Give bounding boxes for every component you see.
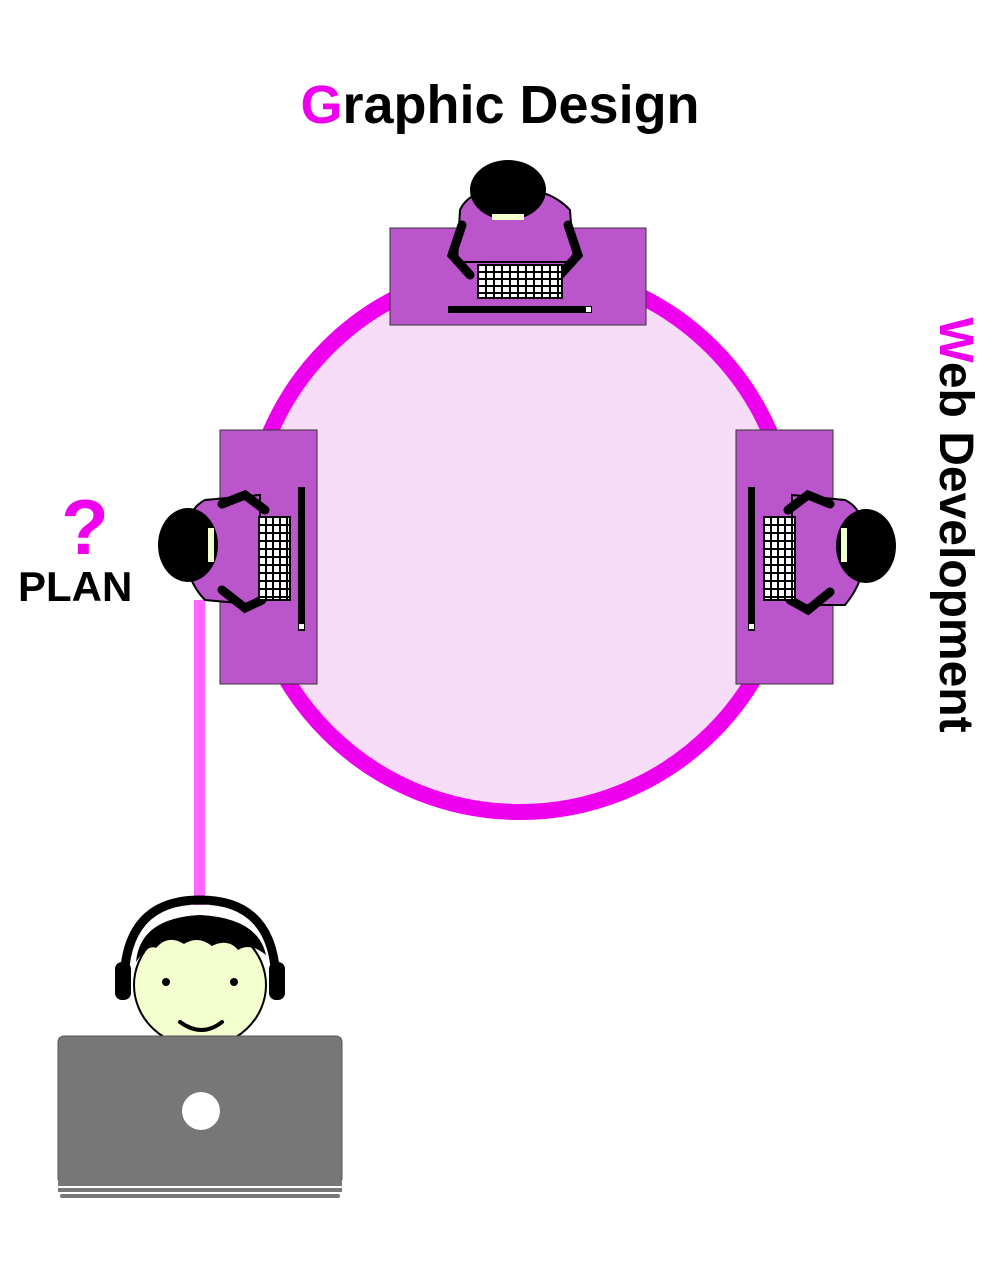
headphones-band-icon <box>119 895 281 986</box>
round-table <box>240 260 800 820</box>
graphic-design-label: Graphic Design <box>0 78 1000 132</box>
right-keyboard-icon <box>763 516 796 601</box>
right-person-top-arm <box>783 489 835 515</box>
left-person-neck <box>208 528 214 562</box>
freelancer-smile <box>178 1020 224 1032</box>
right-monitor-end <box>749 624 754 629</box>
headphones-right-cup-icon <box>269 962 285 1000</box>
connector-line <box>194 600 205 905</box>
laptop-base-top <box>58 1182 342 1186</box>
graphic-design-rest: raphic Design <box>342 75 700 135</box>
left-person-top-arm <box>217 489 270 515</box>
top-person-head-icon <box>470 160 546 220</box>
graphic-design-accent: G <box>300 75 343 135</box>
web-development-accent: W <box>929 317 982 362</box>
left-monitor-end <box>299 624 304 629</box>
right-person-neck <box>841 528 847 562</box>
headphones-left-cup-icon <box>115 962 131 1000</box>
laptop-logo-icon <box>182 1092 220 1130</box>
right-workstation <box>735 429 896 685</box>
top-person-neck <box>492 214 524 220</box>
freelancer-left-eye <box>162 978 170 986</box>
top-monitor-end <box>586 307 591 312</box>
question-mark-icon: ? <box>61 483 109 571</box>
right-person-bottom-arm <box>785 587 835 616</box>
left-monitor-icon <box>298 487 305 631</box>
freelancer-figure <box>57 895 343 1198</box>
top-workstation <box>389 160 647 326</box>
web-development-label: Web Development <box>929 317 982 733</box>
top-keyboard-grid <box>478 265 562 298</box>
web-development-rest: eb Development <box>929 361 982 733</box>
left-keyboard-icon <box>258 516 291 601</box>
plan-label: PLAN <box>18 563 133 610</box>
right-monitor-icon <box>748 487 755 631</box>
right-keyboard-grid <box>764 517 795 600</box>
left-keyboard-grid <box>259 517 290 600</box>
top-person-left-arm <box>446 220 475 280</box>
left-workstation <box>158 429 318 685</box>
laptop-base-bottom <box>60 1194 340 1198</box>
left-person-bottom-arm <box>217 585 267 614</box>
freelancer-hair <box>136 915 266 962</box>
top-monitor-icon <box>448 306 592 313</box>
freelancer-right-eye <box>230 978 238 986</box>
left-person-head-icon <box>158 508 218 582</box>
laptop-base-mid <box>58 1188 342 1192</box>
right-person-head-icon <box>836 509 896 583</box>
top-person-right-arm <box>555 220 584 280</box>
